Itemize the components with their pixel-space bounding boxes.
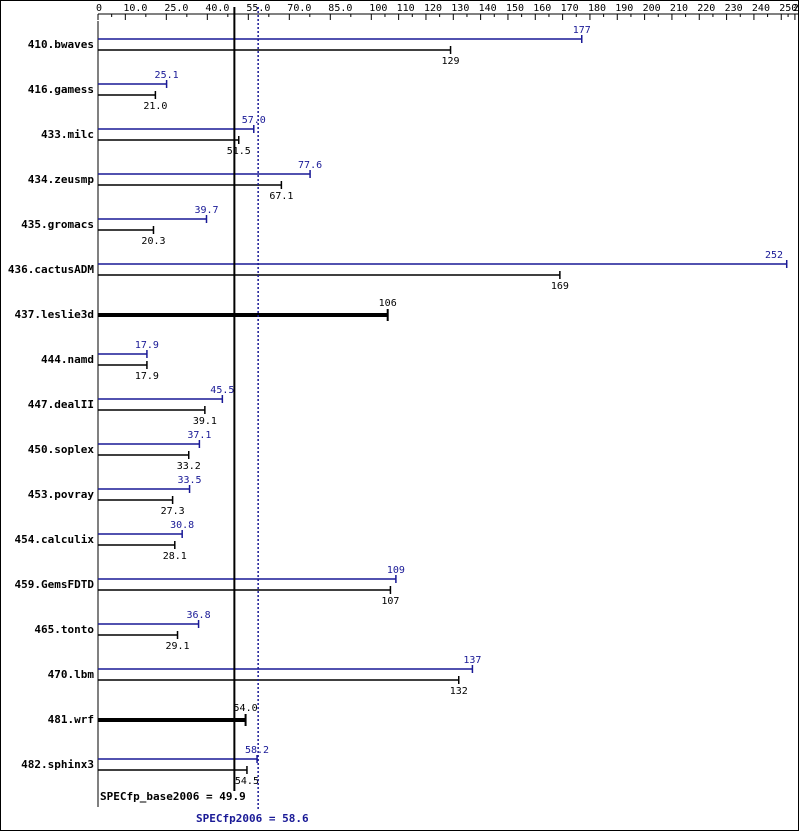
x-tick-label: 130 [451,3,469,14]
x-tick-label: 230 [725,3,743,14]
benchmark-label: 444.namd [41,353,94,366]
peak-value-label: 36.8 [187,610,211,621]
benchmark-label: 435.gromacs [21,218,94,231]
benchmark-label: 465.tonto [34,623,94,636]
benchmark-label: 410.bwaves [28,38,94,51]
peak-value-label: 109 [387,565,405,576]
base-value-label: 129 [442,56,460,67]
x-tick-label: 240 [752,3,770,14]
x-tick-label: 210 [670,3,688,14]
base-value-label: 67.1 [269,191,293,202]
x-tick-label: 180 [588,3,606,14]
peak-value-label: 17.9 [135,340,159,351]
x-tick-label: 220 [697,3,715,14]
x-tick-label: 70.0 [287,3,311,14]
benchmark-label: 454.calculix [15,533,95,546]
peak-value-label: 252 [765,250,783,261]
peak-value-label: 39.7 [194,205,218,216]
benchmark-label: 459.GemsFDTD [15,578,95,591]
x-tick-label: 0 [96,3,102,14]
benchmark-label: 437.leslie3d [15,308,94,321]
peak-value-label: 45.5 [210,385,234,396]
benchmark-label: 433.milc [41,128,94,141]
base-value-label: 39.1 [193,416,217,427]
peak-value-label: 25.1 [155,70,179,81]
x-tick-label: 25.0 [164,3,188,14]
benchmark-label: 447.dealII [28,398,94,411]
base-value-label: 28.1 [163,551,187,562]
x-tick-label: 200 [643,3,661,14]
x-tick-label: 10.0 [123,3,147,14]
benchmark-label: 453.povray [28,488,95,501]
base-value-label: 20.3 [141,236,165,247]
benchmark-label: 434.zeusmp [28,173,95,186]
x-tick-label: 250 [779,3,797,14]
peak-summary-label: SPECfp2006 = 58.6 [196,812,309,825]
peak-value-label: 30.8 [170,520,194,531]
peak-value-label: 77.6 [298,160,322,171]
x-tick-label: 140 [479,3,497,14]
base-value-label: 106 [379,298,397,309]
base-value-label: 27.3 [161,506,185,517]
x-tick-label: 150 [506,3,524,14]
x-tick-label: 110 [397,3,415,14]
base-value-label: 54.5 [235,776,259,787]
base-value-label: 132 [450,686,468,697]
x-tick-label: 100 [369,3,387,14]
base-value-label: 33.2 [177,461,201,472]
benchmark-label: 450.soplex [28,443,95,456]
peak-value-label: 33.5 [178,475,202,486]
x-tick-label: 40.0 [205,3,229,14]
x-tick-label: 255 [793,3,798,14]
base-value-label: 107 [381,596,399,607]
x-tick-label: 190 [615,3,633,14]
base-value-label: 51.5 [227,146,251,157]
x-tick-label: 120 [424,3,442,14]
base-value-label: 54.0 [234,703,258,714]
base-value-label: 21.0 [143,101,167,112]
x-tick-label: 85.0 [328,3,352,14]
x-tick-label: 170 [561,3,579,14]
peak-value-label: 137 [463,655,481,666]
peak-value-label: 177 [573,25,591,36]
peak-value-label: 37.1 [187,430,211,441]
peak-value-label: 58.2 [245,745,269,756]
x-tick-label: 160 [533,3,551,14]
benchmark-label: 482.sphinx3 [21,758,94,771]
base-summary-label: SPECfp_base2006 = 49.9 [100,790,246,803]
benchmark-label: 481.wrf [48,713,94,726]
base-value-label: 29.1 [165,641,189,652]
base-value-label: 17.9 [135,371,159,382]
peak-value-label: 57.0 [242,115,266,126]
benchmark-label: 470.lbm [48,668,95,681]
benchmark-label: 416.gamess [28,83,94,96]
base-value-label: 169 [551,281,569,292]
benchmark-label: 436.cactusADM [8,263,94,276]
